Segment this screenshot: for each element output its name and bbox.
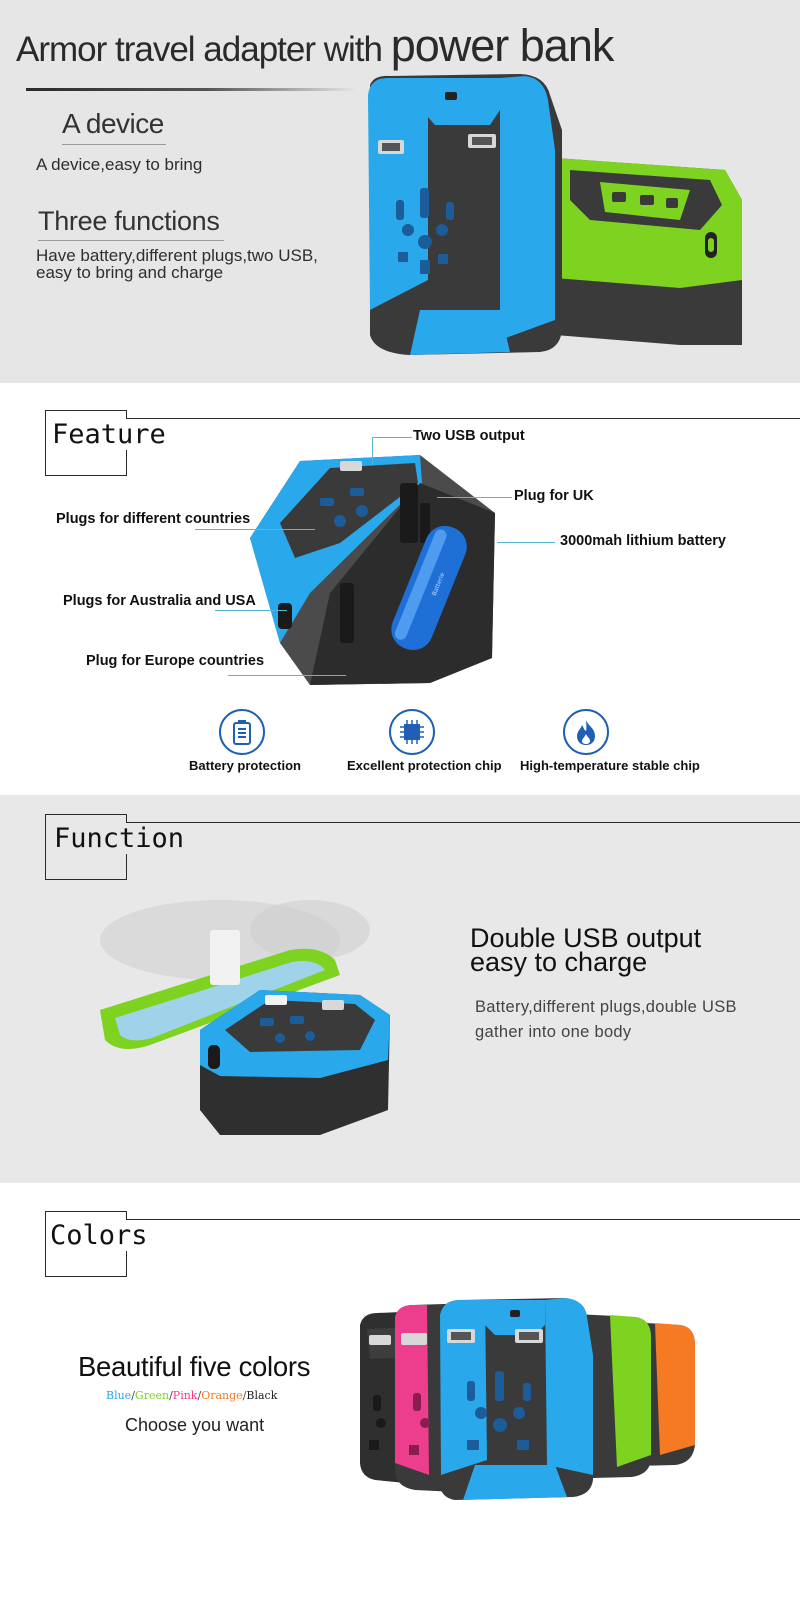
callout-battery: 3000mah lithium battery: [560, 533, 726, 549]
feature-heading: Feature: [52, 419, 170, 450]
feature-header-rule: [126, 418, 800, 419]
hero-desc-device: A device,easy to bring: [36, 155, 203, 174]
color-name-blue: Blue: [106, 1389, 132, 1402]
hero-subtitle-functions-underline: [38, 240, 224, 241]
color-separator: /: [197, 1389, 202, 1402]
colors-tagline: Choose you want: [125, 1415, 265, 1435]
function-description: Battery,different plugs,double USB gathe…: [475, 995, 775, 1045]
color-name-black: Black: [246, 1389, 278, 1402]
colors-lineup-image: [360, 1298, 695, 1500]
function-description-line1: Battery,different plugs,double USB: [475, 998, 737, 1016]
colors-section: Colors Beautiful five colors Blue/Green/…: [0, 1183, 800, 1602]
feature-section: Feature Batterie Two USB output Plug for…: [0, 383, 800, 795]
colors-headline: Beautiful five colors: [78, 1351, 311, 1382]
hero-subtitle-device: A device: [62, 108, 164, 139]
colors-heading: Colors: [50, 1220, 152, 1251]
leader-aus-usa: [215, 610, 287, 611]
color-name-green: Green: [134, 1389, 170, 1402]
battery-icon: [219, 709, 265, 755]
leader-two-usb-vertical: [372, 437, 373, 465]
chip-icon: [389, 709, 435, 755]
leader-different-countries: [195, 529, 315, 530]
function-heading: Function: [54, 823, 189, 854]
function-product-image: [100, 900, 390, 1135]
blue-adapter-illustration: [439, 1298, 593, 1500]
green-adapter-illustration: [555, 158, 742, 345]
color-name-orange: Orange: [201, 1389, 243, 1402]
protection-chip-label: Excellent protection chip: [347, 758, 502, 773]
function-headline-line2: easy to charge: [470, 947, 648, 977]
battery-protection-label: Battery protection: [189, 758, 301, 773]
color-separator: /: [131, 1389, 135, 1402]
hero-title: Armor travel adapter with power bank: [16, 20, 615, 72]
function-headline-line1: Double USB output: [470, 923, 702, 953]
function-header-rule: [126, 822, 800, 823]
leader-two-usb: [372, 437, 412, 438]
color-separator: /: [242, 1389, 247, 1402]
color-name-pink: Pink: [172, 1389, 198, 1402]
flame-icon: [563, 709, 609, 755]
hero-subtitle-device-underline: [62, 144, 166, 145]
hero-subtitle-functions: Three functions: [38, 206, 220, 236]
hero-title-underline: [26, 88, 356, 91]
hero-title-part2: power bank: [390, 20, 615, 71]
function-headline: Double USB output easy to charge: [470, 923, 790, 977]
function-description-line2: gather into one body: [475, 1023, 632, 1041]
function-section: Function Double USB output easy to charg…: [0, 795, 800, 1183]
callout-europe: Plug for Europe countries: [86, 653, 265, 669]
hero-section: Armor travel adapter with power bank A d…: [0, 0, 800, 383]
callout-aus-usa: Plugs for Australia and USA: [63, 593, 256, 609]
hero-title-part1: Armor travel adapter with: [16, 30, 391, 69]
callout-different-countries: Plugs for different countries: [56, 511, 251, 527]
color-separator: /: [169, 1389, 173, 1402]
callout-plug-uk: Plug for UK: [514, 488, 594, 504]
colors-header-rule: [126, 1219, 800, 1220]
blue-adapter-illustration: [368, 74, 562, 355]
leader-battery: [497, 542, 555, 543]
color-names-list: Blue/Green/Pink/Orange/Black: [106, 1389, 277, 1402]
temperature-chip-label: High-temperature stable chip: [520, 758, 700, 773]
feature-cutaway-image: Batterie: [250, 455, 495, 685]
leader-plug-uk: [437, 497, 512, 498]
leader-europe: [228, 675, 346, 676]
hero-desc-functions: Have battery,different plugs,two USB, ea…: [36, 246, 318, 282]
hero-product-image: [368, 74, 742, 355]
callout-two-usb: Two USB output: [413, 428, 525, 444]
